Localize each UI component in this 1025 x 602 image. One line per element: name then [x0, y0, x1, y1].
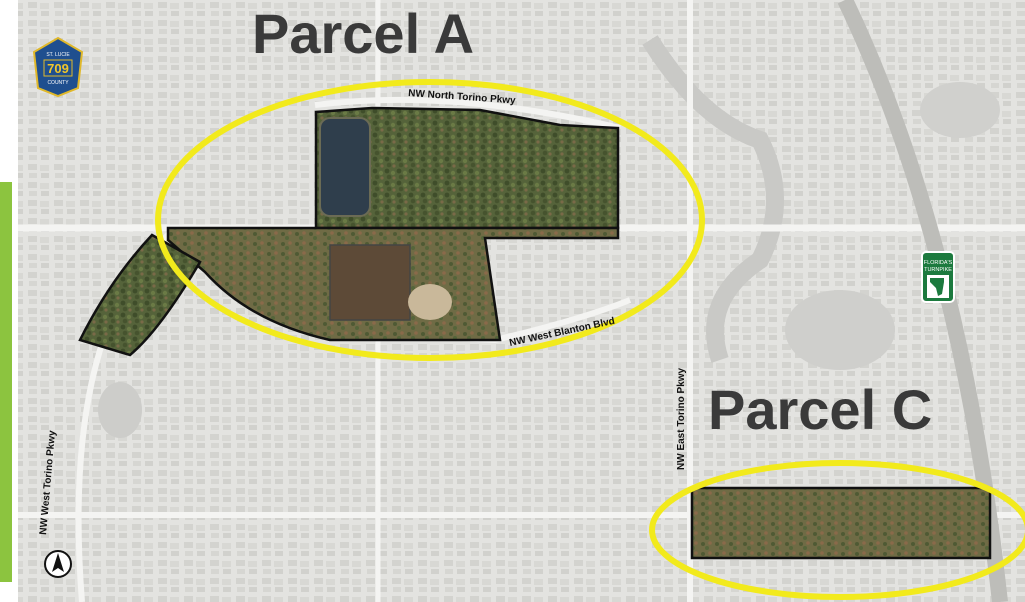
parcel-c-title: Parcel C: [708, 378, 933, 441]
pond: [920, 82, 1000, 138]
pond: [98, 382, 142, 438]
parcel-a-field: [329, 244, 411, 321]
canal: [642, 35, 784, 363]
turnpike-line1: FLORIDA'S: [924, 260, 953, 266]
parcel-c-area: [690, 486, 992, 560]
turnpike-line2: TURNPIKE: [924, 267, 952, 273]
florida-turnpike-icon: FLORIDA'S TURNPIKE: [921, 251, 955, 303]
pond: [785, 290, 895, 370]
north-arrow-icon: [44, 550, 72, 578]
county-shield-bottom: COUNTY: [47, 80, 69, 86]
road: [314, 96, 621, 131]
parcel-c-highlight: [649, 460, 1025, 600]
county-shield-number: 709: [47, 61, 69, 76]
parcel-a-title: Parcel A: [252, 2, 475, 65]
parcel-a-highlight: [155, 79, 705, 361]
parcel-a-clearing: [408, 284, 452, 320]
county-shield-top: ST. LUCIE: [46, 52, 70, 58]
road-label-east-torino: NW East Torino Pkwy: [676, 368, 687, 470]
accent-bar: [0, 182, 12, 582]
county-road-shield-icon: ST. LUCIE 709 COUNTY: [32, 36, 84, 98]
parcel-a-pond: [319, 117, 371, 217]
